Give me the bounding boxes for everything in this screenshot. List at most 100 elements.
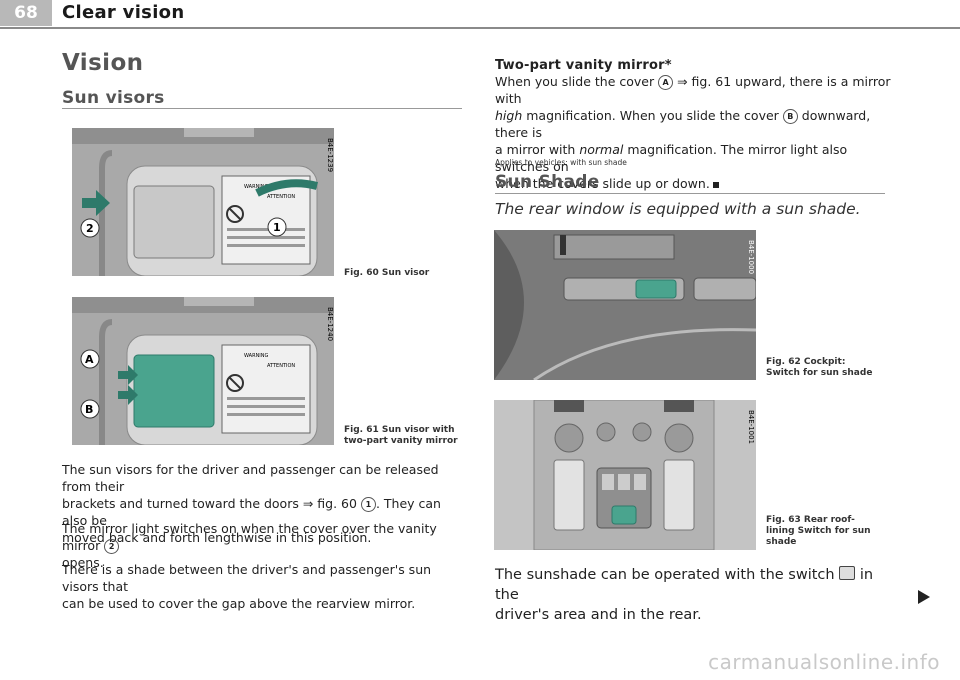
fig60-marker-2-text: 2: [86, 222, 94, 235]
fig60-attention-text: ATTENTION: [267, 194, 295, 200]
fig60-mirror-cover: [133, 185, 215, 259]
fig61-arrow-b-icon: [118, 385, 138, 405]
fig61-marker-a: [80, 349, 100, 369]
fig61-caption: Fig. 61 Sun visor with two-part vanity m…: [344, 425, 458, 447]
fig60-prohibit-slash: [228, 207, 242, 221]
sun-shade-rule: [495, 193, 885, 194]
fig60-arrow-icon: [82, 190, 110, 216]
final-line2: driver's area and in the rear.: [495, 607, 702, 623]
final-line1b: in the: [495, 567, 874, 603]
m-line2: high magnification. When you slide the c…: [495, 107, 895, 141]
fig63-caption-line2: lining Switch for sun: [766, 526, 871, 536]
fig60-code: B4E-1239: [326, 138, 334, 172]
m-line4-text: when the covers slide up or down.: [495, 176, 710, 191]
header-rule: [0, 27, 960, 29]
fig60-prohibit-icon: [226, 205, 244, 223]
fig61-code: B4E-1240: [326, 307, 334, 341]
fig63-button: [618, 474, 630, 490]
fig63-vent-right: [664, 400, 694, 412]
p2-line1: The mirror light switches on when the co…: [62, 520, 467, 554]
sun-visor-paragraph-2: The mirror light switches on when the co…: [62, 520, 467, 571]
m-line2b: downward, there is: [495, 108, 871, 140]
m-line3-italic: normal: [579, 142, 624, 157]
fig60-label-line: [227, 244, 305, 247]
fig61-caption-line1: Fig. 61 Sun visor with: [344, 425, 455, 435]
m-line2a: magnification. When you slide the cover: [522, 108, 779, 123]
fig60-warning-text: WARNING: [244, 184, 269, 190]
watermark: carmanualsonline.info: [708, 650, 940, 674]
vanity-mirror-heading: Two-part vanity mirror*: [495, 58, 672, 73]
fig62-display: [553, 234, 675, 260]
marker-a-icon: A: [658, 75, 674, 90]
fig61-marker-b: [80, 399, 100, 419]
fig60-marker-1: [267, 217, 287, 237]
m-line2-italic: high: [495, 108, 523, 123]
final-line1a: The sunshade can be operated with the sw…: [495, 567, 835, 583]
fig61-label-line: [227, 413, 305, 416]
p2-line1-text: The mirror light switches on when the co…: [62, 521, 437, 553]
end-mark-icon: [712, 182, 719, 188]
fig63-caption: Fig. 63 Rear roof- lining Switch for sun…: [766, 515, 871, 548]
page-heading: Vision: [62, 50, 144, 76]
m-line1: When you slide the cover A ⇒ fig. 61 upw…: [495, 73, 895, 107]
fig61-attention-text: ATTENTION: [267, 363, 295, 369]
fig61-label-line: [227, 405, 305, 408]
fig63-button: [634, 474, 646, 490]
fig60-label-line: [227, 228, 305, 231]
fig61-vanity-mirror: [133, 354, 215, 428]
sun-visors-heading: Sun visors: [62, 88, 165, 108]
fig62-trim: [533, 328, 756, 380]
marker-b-icon: B: [782, 109, 798, 124]
final-line1: The sunshade can be operated with the sw…: [495, 565, 885, 605]
fig60-pillar: [99, 150, 113, 276]
sun-shade-lead: The rear window is equipped with a sun s…: [495, 200, 861, 218]
fig62-illustration: B4E-1000: [494, 230, 756, 380]
m-line4: when the covers slide up or down.: [495, 175, 895, 192]
fig60-illustration: WARNING ATTENTION 2 1 B4E-1239: [72, 128, 334, 276]
fig61-marker-a-text: A: [85, 353, 94, 366]
fig61-illustration: WARNING ATTENTION A B B4E-1240: [72, 297, 334, 445]
fig61-marker-b-text: B: [85, 403, 93, 416]
fig63-button: [602, 474, 614, 490]
fig61-warning-text: WARNING: [244, 353, 269, 359]
sun-shade-paragraph: The sunshade can be operated with the sw…: [495, 565, 885, 625]
fig61-light: [184, 297, 254, 306]
p3-line2: can be used to cover the gap above the r…: [62, 596, 416, 611]
sunshade-switch-icon: [839, 566, 856, 580]
sun-visor-paragraph-3: There is a shade between the driver's an…: [62, 561, 467, 612]
fig63-caption-line1: Fig. 63 Rear roof-: [766, 515, 855, 525]
p2-line2: opens.: [62, 555, 104, 570]
fig62-code: B4E-1000: [747, 240, 755, 274]
fig61-caption-line2: two-part vanity mirror: [344, 436, 458, 446]
fig62-side-panel: [693, 277, 756, 301]
fig62-display-detail: [560, 235, 566, 255]
fig61-warning-label: [221, 344, 311, 434]
m-line1a: When you slide the cover: [495, 74, 655, 89]
fig61-prohibit-icon: [226, 374, 244, 392]
page-number: 68: [0, 0, 52, 26]
fig63-caption-line3: shade: [766, 537, 797, 547]
fig60-light: [184, 128, 254, 137]
p1-line3: moved back and forth lengthwise in this …: [62, 530, 372, 545]
p1-line2-text: brackets and turned toward the doors ⇒ f…: [62, 496, 357, 511]
fig63-code: B4E-1001: [747, 410, 755, 444]
fig63-light-left: [554, 423, 584, 453]
p1-line2: brackets and turned toward the doors ⇒ f…: [62, 495, 467, 529]
fig63-lamp-left: [553, 459, 585, 531]
marker-1-icon: 1: [360, 497, 376, 512]
fig62-sunshade-switch-icon: [635, 279, 677, 299]
fig62-steering-wheel: [494, 230, 524, 380]
fig61-pillar: [99, 319, 113, 445]
m-line3a: a mirror with: [495, 142, 580, 157]
fig60-caption: Fig. 60 Sun visor: [344, 268, 430, 278]
sun-shade-heading: Sun Shade: [495, 172, 600, 192]
fig63-sensor-right: [632, 422, 652, 442]
section-title: Clear vision: [62, 2, 185, 23]
fig61-prohibit-slash: [228, 376, 242, 390]
fig61-arrow-a-icon: [118, 365, 138, 385]
p3-line1: There is a shade between the driver's an…: [62, 562, 432, 594]
continue-arrow-shape: [918, 590, 930, 604]
continue-arrow-icon: [918, 590, 930, 604]
m-line3: a mirror with normal magnification. The …: [495, 141, 895, 175]
m-line3b: magnification. The mirror light also swi…: [495, 142, 848, 174]
